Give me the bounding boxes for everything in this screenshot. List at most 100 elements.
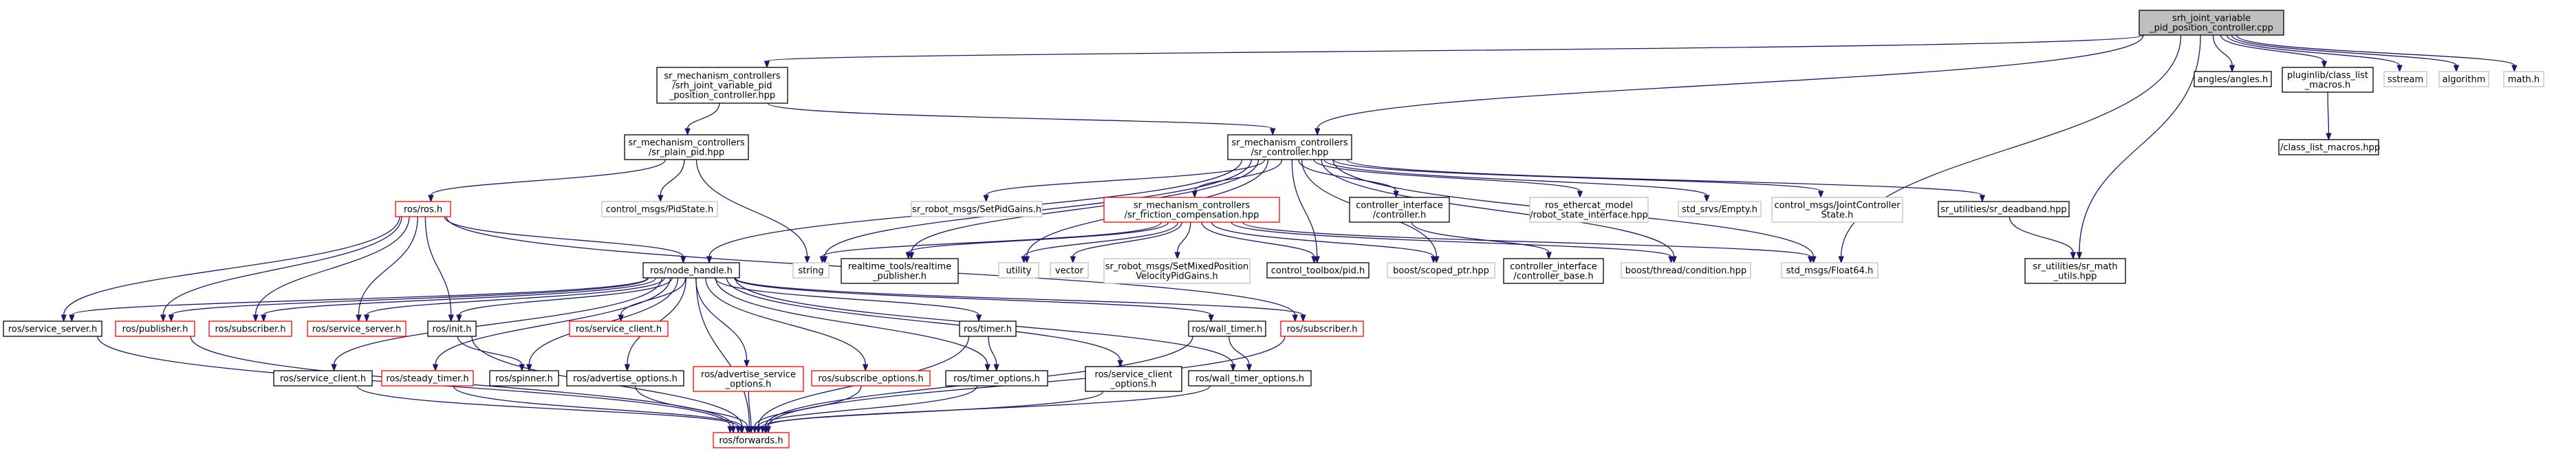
node-advsvc[interactable]: ros/advertise_service_options.h: [693, 366, 804, 392]
edge-smc-jvp-to-srctrl: [767, 102, 1276, 136]
edge-arrowhead: [706, 256, 713, 264]
edge-line: [986, 159, 1266, 196]
edge-arrowhead: [804, 256, 810, 264]
node-ethercat[interactable]: ros_ethercat_model/robot_state_interface…: [1529, 197, 1649, 223]
node-srmath[interactable]: sr_utilities/sr_math_utils.hpp: [2024, 258, 2126, 284]
node-label-line: control_toolbox/pid.h: [1271, 266, 1365, 276]
edge-line: [634, 385, 748, 427]
node-svcclient[interactable]: ros/service_client.h: [273, 370, 373, 387]
node-label-line: ros/forwards.h: [719, 436, 783, 446]
node-label-line: /sr_controller.hpp: [1251, 148, 1329, 158]
node-label-line: _options.h: [725, 380, 772, 390]
node-deadband[interactable]: sr_utilities/sr_deadband.hpp: [1938, 201, 2070, 217]
edge-root-to-mathh: [2236, 34, 2518, 73]
node-steadytimer[interactable]: ros/steady_timer.h: [381, 370, 474, 387]
node-box: [1280, 321, 1364, 337]
edge-root-to-srmath: [2076, 34, 2201, 260]
node-box: [395, 201, 451, 217]
edge-advsvc-to-forwards: [748, 391, 755, 434]
node-ctrlif[interactable]: controller_interface/controller.h: [1349, 197, 1450, 223]
node-forwards[interactable]: ros/forwards.h: [713, 432, 790, 448]
node-plainpid[interactable]: sr_mechanism_controllers/sr_plain_pid.hp…: [624, 134, 749, 160]
edge-line: [715, 277, 988, 365]
node-friction[interactable]: sr_mechanism_controllers/sr_friction_com…: [1103, 197, 1280, 223]
edge-plainpid-to-string: [695, 159, 810, 264]
edge-advopts-to-forwards: [634, 385, 750, 434]
node-box: [1050, 262, 1089, 279]
node-rosh[interactable]: ros/ros.h: [395, 201, 451, 217]
node-box: [1781, 262, 1879, 279]
node-svcserver-l[interactable]: ros/service_server.h: [3, 321, 102, 337]
node-label-line: _utils.hpp: [2053, 272, 2097, 282]
edge-line: [686, 102, 720, 129]
node-pidh[interactable]: control_toolbox/pid.h: [1266, 262, 1370, 279]
node-box: [1349, 197, 1450, 223]
edge-rosh-to-publisher: [160, 216, 402, 323]
node-advopts[interactable]: ros/advertise_options.h: [566, 370, 684, 387]
node-svcclientopts[interactable]: ros/service_client_options.h: [1085, 366, 1182, 392]
node-subscriber-l[interactable]: ros/subscriber.h: [208, 321, 292, 337]
node-label-line: ros/service_client.h: [576, 325, 662, 335]
edge-line: [1211, 221, 1434, 257]
node-scoped[interactable]: boost/scoped_ptr.hpp: [1387, 262, 1495, 279]
edge-rosh-to-svcserver-m: [356, 216, 418, 323]
node-subopts[interactable]: ros/subscribe_options.h: [811, 370, 931, 387]
node-walltimer[interactable]: ros/wall_timer.h: [1188, 321, 1266, 337]
node-timer[interactable]: ros/timer.h: [959, 321, 1017, 337]
edge-deadband-to-srmath: [2009, 216, 2077, 260]
node-condition[interactable]: boost/thread/condition.hpp: [1621, 262, 1751, 279]
node-utility[interactable]: utility: [998, 262, 1039, 279]
node-setmixed[interactable]: sr_robot_msgs/SetMixedPositionVelocityPi…: [1103, 258, 1251, 284]
node-initm[interactable]: ros/init.h: [427, 321, 477, 337]
node-angles[interactable]: angles/angles.h: [2194, 71, 2272, 87]
node-realtime[interactable]: realtime_tools/realtime_publisher.h: [841, 258, 959, 284]
node-algorithm[interactable]: algorithm: [2438, 71, 2489, 87]
edge-smc-jvp-to-plainpid: [684, 102, 720, 136]
node-box: [1188, 321, 1266, 337]
node-string[interactable]: string: [792, 262, 830, 279]
edge-rosh-to-initm: [424, 216, 454, 323]
node-float64[interactable]: std_msgs/Float64.h: [1781, 262, 1879, 279]
edge-line: [424, 216, 452, 316]
edge-line: [1346, 159, 1983, 196]
edge-arrowhead: [1021, 256, 1027, 264]
node-vector[interactable]: vector: [1050, 262, 1089, 279]
node-sstream[interactable]: sstream: [2383, 71, 2427, 87]
node-publisher[interactable]: ros/publisher.h: [115, 321, 195, 337]
node-svcserver-m[interactable]: ros/service_server.h: [307, 321, 407, 337]
node-timeropts[interactable]: ros/timer_options.h: [945, 370, 1048, 387]
node-smc-jvp[interactable]: sr_mechanism_controllers/srh_joint_varia…: [656, 67, 788, 104]
edge-plainpid-to-rosh: [428, 159, 667, 203]
node-ctrlbase[interactable]: controller_interface/controller_base.h: [1503, 258, 1604, 284]
node-empty[interactable]: std_srvs/Empty.h: [1678, 201, 1762, 217]
edge-root-to-algorithm: [2231, 34, 2460, 73]
edge-arrowhead: [984, 364, 991, 372]
node-box: [1387, 262, 1495, 279]
edge-root-to-sstream: [2226, 34, 2403, 73]
edge-line: [1023, 221, 1179, 257]
edge-arrowhead: [1430, 256, 1437, 264]
node-spinner[interactable]: ros/spinner.h: [489, 370, 559, 387]
node-subscriber-r[interactable]: ros/subscriber.h: [1280, 321, 1364, 337]
edge-line: [333, 277, 662, 365]
node-nodehandle[interactable]: ros/node_handle.h: [642, 262, 740, 279]
node-classlist[interactable]: ./class_list_macros.hpp: [2277, 139, 2380, 155]
node-srctrl[interactable]: sr_mechanism_controllers/sr_controller.h…: [1227, 134, 1352, 160]
edge-nodehandle-to-subscriber-r: [735, 277, 1306, 323]
edge-friction-to-utility: [1021, 221, 1179, 264]
node-label-line: /controller_base.h: [1513, 272, 1593, 282]
node-pidstate[interactable]: control_msgs/PidState.h: [601, 201, 718, 217]
node-walltimeropts[interactable]: ros/wall_timer_options.h: [1188, 370, 1312, 387]
edge-steadytimer-to-forwards: [453, 385, 745, 434]
edge-arrowhead: [456, 314, 462, 323]
node-svcclient-r[interactable]: ros/service_client.h: [569, 321, 669, 337]
edge-arrowhead: [748, 426, 755, 434]
node-setpidgains[interactable]: sr_robot_msgs/SetPidGains.h: [911, 201, 1043, 217]
node-mathh[interactable]: math.h: [2503, 71, 2544, 87]
node-pluginlib[interactable]: pluginlib/class_list_macros.h: [2282, 67, 2374, 93]
node-root[interactable]: srh_joint_variable_pid_position_controll…: [2139, 10, 2284, 36]
node-label-line: math.h: [2508, 75, 2540, 85]
node-label-line: sr_robot_msgs/SetMixedPosition: [1105, 262, 1249, 272]
edge-friction-to-setmixed: [1174, 221, 1191, 260]
